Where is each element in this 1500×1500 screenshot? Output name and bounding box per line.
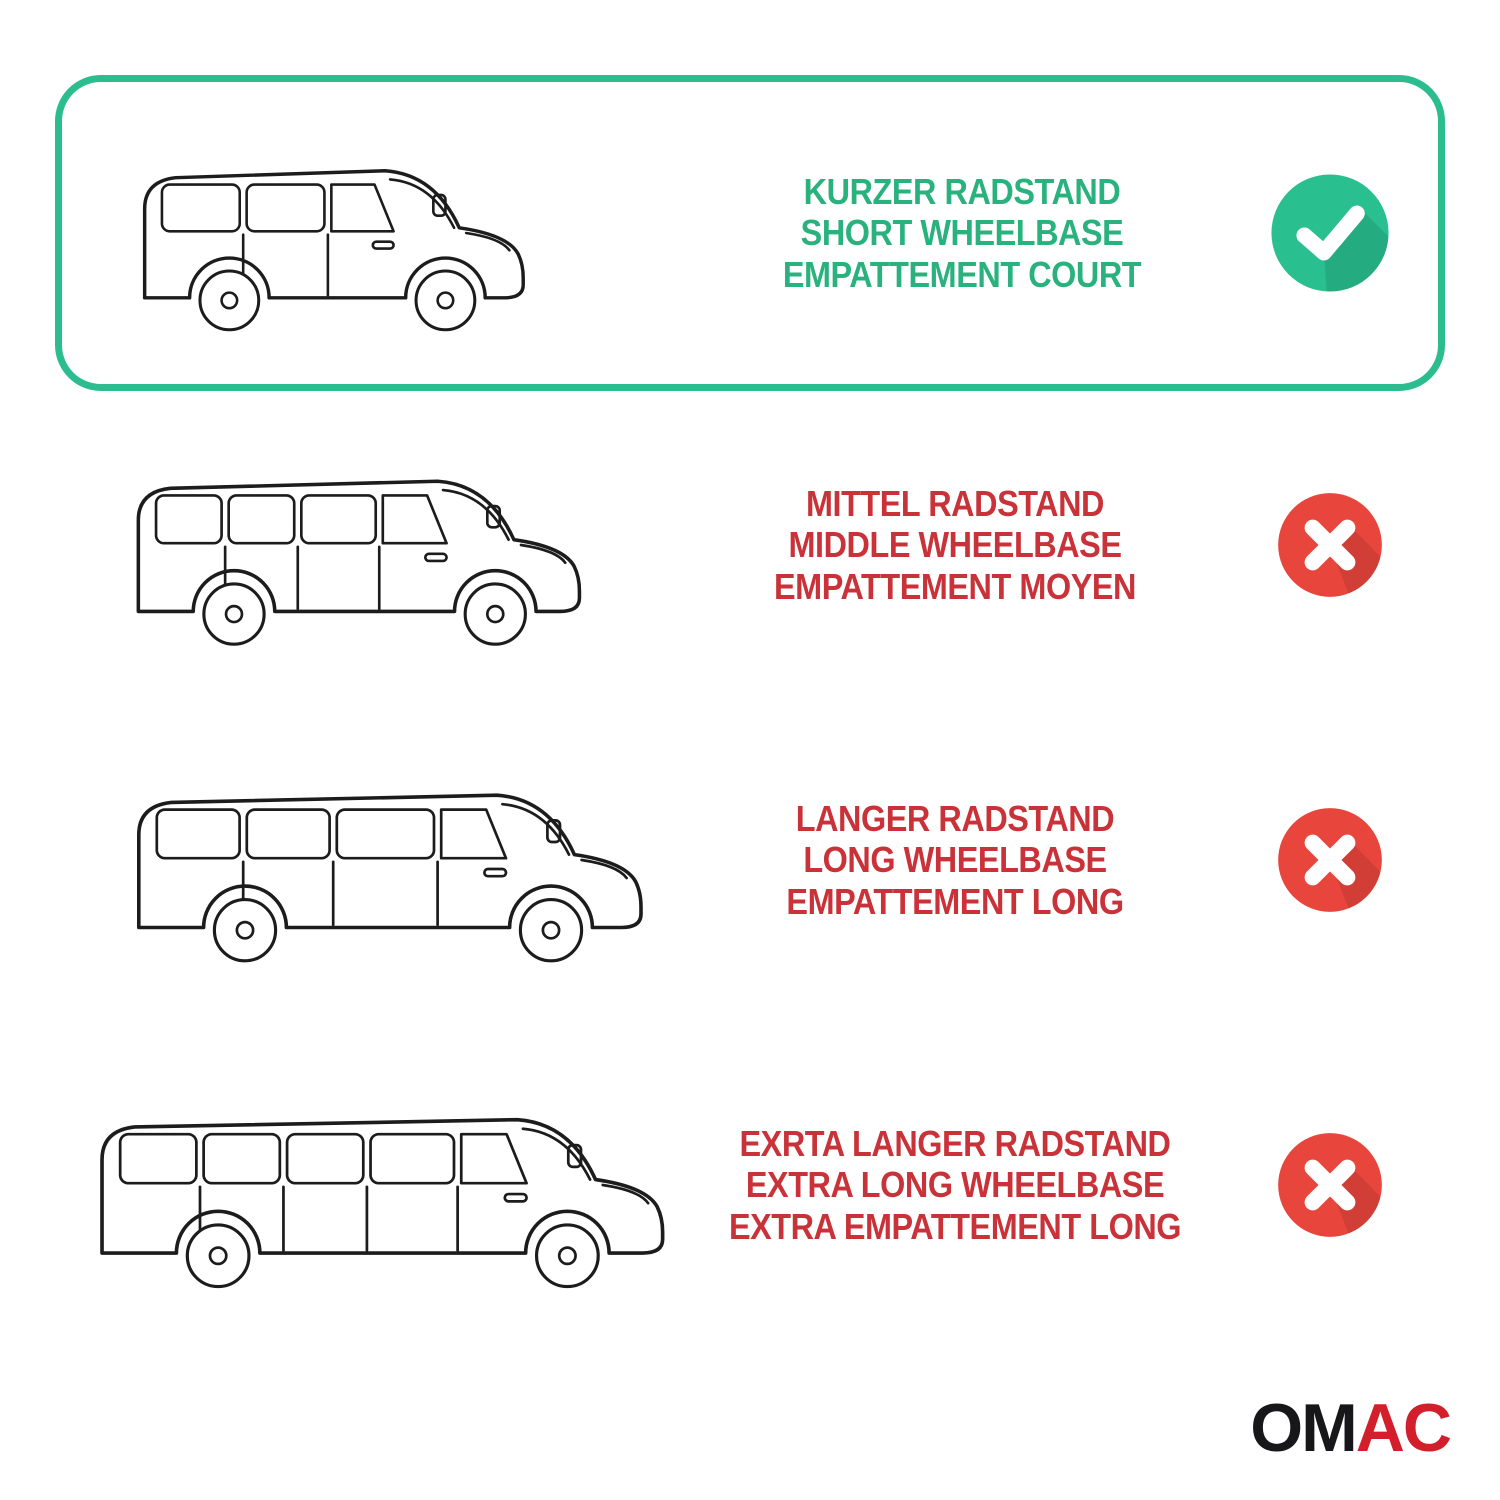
label-line-en: EXTRA LONG WHEELBASE [745, 1164, 1165, 1206]
variant-label-long-wheelbase: LANGER RADSTAND LONG WHEELBASE EMPATTEME… [721, 798, 1189, 921]
label-line-fr: EMPATTEMENT LONG [786, 880, 1124, 922]
cross-icon [1278, 1133, 1382, 1237]
status-short-wheelbase [1222, 172, 1438, 294]
label-line-de: LANGER RADSTAND [795, 798, 1115, 840]
status-middle-wheelbase [1215, 491, 1445, 599]
omac-logo-dark-part: OM [1250, 1390, 1358, 1466]
label-line-en: MIDDLE WHEELBASE [788, 524, 1122, 566]
van-middle-wheelbase-illustration [55, 421, 695, 669]
status-long-wheelbase [1215, 806, 1445, 914]
label-line-en: LONG WHEELBASE [803, 839, 1107, 881]
status-extra-long-wheelbase [1215, 1131, 1445, 1239]
van-long-wheelbase-drawing [137, 793, 643, 963]
label-line-de: MITTEL RADSTAND [805, 483, 1105, 525]
label-line-fr: EMPATTEMENT COURT [782, 253, 1142, 295]
cross-icon [1278, 808, 1382, 912]
van-extra-long-wheelbase-drawing [100, 1117, 665, 1289]
van-long-wheelbase-illustration [55, 734, 695, 986]
variant-row-long-wheelbase: LANGER RADSTAND LONG WHEELBASE EMPATTEME… [55, 735, 1445, 985]
label-line-de: KURZER RADSTAND [803, 171, 1121, 213]
variant-label-middle-wheelbase: MITTEL RADSTAND MIDDLE WHEELBASE EMPATTE… [721, 483, 1189, 606]
variant-label-short-wheelbase: KURZER RADSTAND SHORT WHEELBASE EMPATTEM… [728, 171, 1196, 294]
van-extra-long-wheelbase-illustration [55, 1058, 695, 1312]
variant-label-extra-long-wheelbase: EXRTA LANGER RADSTAND EXTRA LONG WHEELBA… [721, 1123, 1189, 1246]
check-icon [1271, 174, 1389, 292]
label-line-de: EXRTA LANGER RADSTAND [739, 1123, 1171, 1165]
label-line-fr: EMPATTEMENT MOYEN [774, 565, 1136, 607]
omac-logo: OMAC [1250, 1394, 1452, 1462]
label-line-en: SHORT WHEELBASE [800, 212, 1124, 254]
van-short-wheelbase-illustration [62, 112, 702, 354]
omac-logo-red-part: AC [1355, 1390, 1452, 1466]
variant-row-short-wheelbase: KURZER RADSTAND SHORT WHEELBASE EMPATTEM… [55, 75, 1445, 391]
cross-icon [1278, 493, 1382, 597]
van-short-wheelbase-drawing [142, 169, 525, 332]
van-middle-wheelbase-drawing [136, 479, 582, 646]
variant-row-extra-long-wheelbase: EXRTA LANGER RADSTAND EXTRA LONG WHEELBA… [55, 1055, 1445, 1315]
label-line-fr: EXTRA EMPATTEMENT LONG [728, 1205, 1182, 1247]
variant-row-middle-wheelbase: MITTEL RADSTAND MIDDLE WHEELBASE EMPATTE… [55, 420, 1445, 670]
